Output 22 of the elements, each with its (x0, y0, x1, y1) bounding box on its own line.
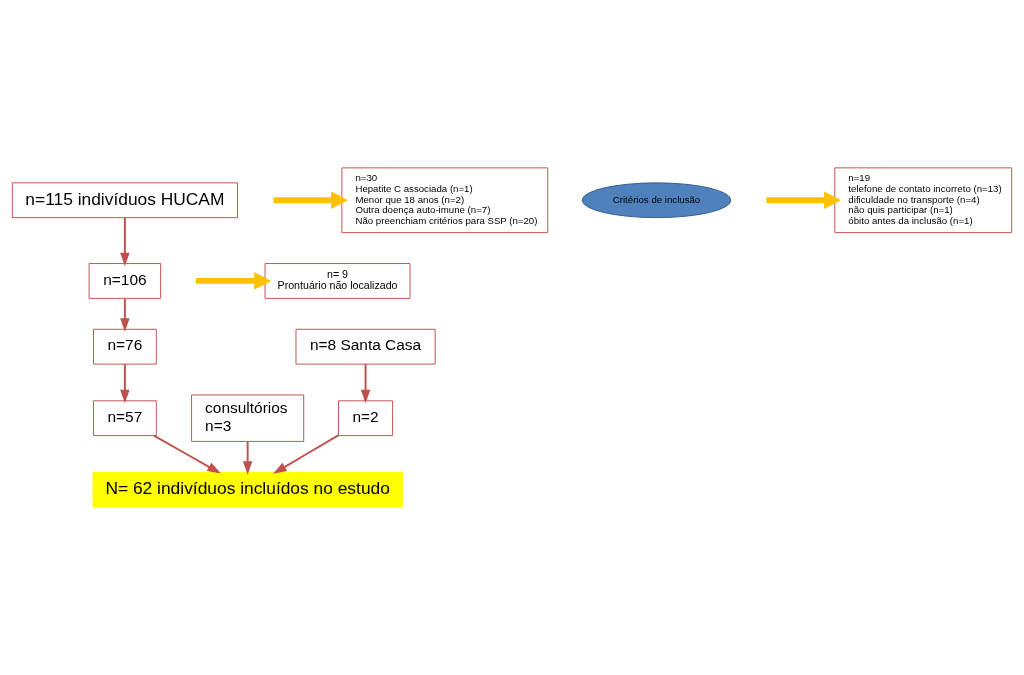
node-box: n=30 Hepatite C associada (n=1) Menor que 18 anos (n=2) Outra doença auto-imune (n=7) Não preenchiam critérios para SSP (n=20) (341, 167, 549, 234)
arrow (273, 434, 340, 474)
node-box: n= 9 Prontuário não localizado (264, 263, 411, 299)
arrow (120, 363, 130, 404)
node-box: consultórios n=3 (191, 394, 305, 442)
arrow (120, 297, 130, 332)
node-box: n=106 (88, 263, 162, 299)
node-ellipse: Critérios de inclusão (581, 182, 732, 219)
arrow (360, 363, 371, 404)
arrow (242, 440, 253, 475)
node-box: n=76 (93, 328, 157, 365)
node-box: n=115 indivíduos HUCAM (11, 182, 238, 219)
node-box: N= 62 indivíduos incluídos no estudo (92, 471, 403, 508)
node-box: n=2 (338, 400, 394, 437)
arrow (766, 191, 841, 210)
node-box: n=19 telefone de contato incorreto (n=13) dificuldade no transporte (n=4) não quis participar (n=1) óbito antes da inclusão (n=1) (834, 167, 1013, 234)
arrow (120, 216, 130, 267)
node-box: n=8 Santa Casa (295, 328, 436, 365)
node-box: n=57 (93, 400, 157, 437)
arrow (153, 434, 221, 474)
arrow (196, 272, 272, 290)
arrow (273, 191, 348, 210)
